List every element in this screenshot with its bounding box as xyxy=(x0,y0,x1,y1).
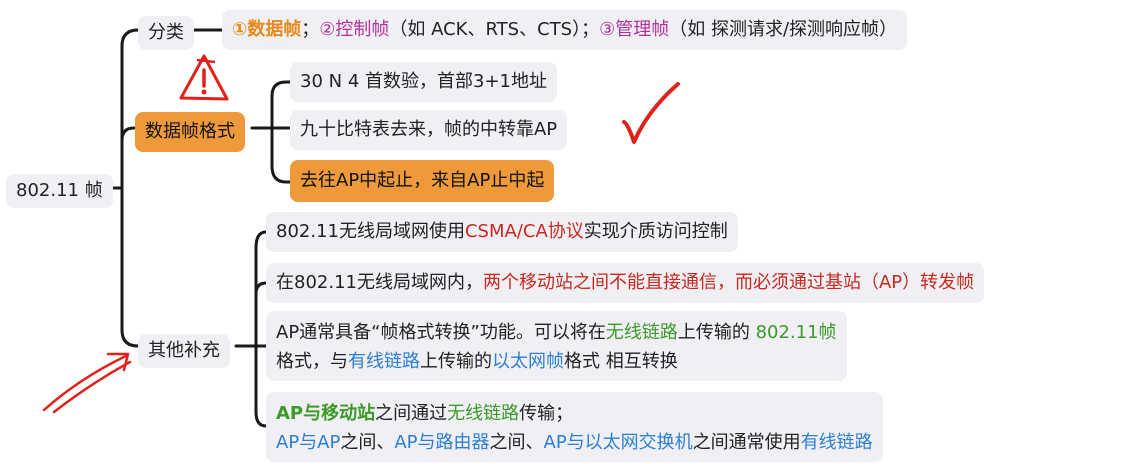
separator: ； xyxy=(581,19,600,40)
data-frame-format-item[interactable]: 30 N 4 首数验，首部3+1地址 xyxy=(290,62,557,102)
text: 之间通常使用 xyxy=(692,432,801,453)
relay-highlight: 两个移动站之间不能直接通信，而必须通过基站（AP）转发帧 xyxy=(482,272,975,293)
data-frame-format-label: 数据帧格式 xyxy=(145,121,235,142)
text: 格式，与 xyxy=(276,351,348,372)
arrow-annotation-icon xyxy=(42,352,132,414)
wireless-link-highlight: 无线链路 xyxy=(605,322,678,343)
data-frame-format-node[interactable]: 数据帧格式 xyxy=(135,112,245,152)
separator: ； xyxy=(301,19,320,40)
text: 之间、 xyxy=(489,432,544,453)
other-item-links[interactable]: AP与移动站之间通过无线链路传输； AP与AP之间、AP与路由器之间、AP与以太… xyxy=(266,392,883,462)
management-frame-note: （如 探测请求/探测响应帧） xyxy=(669,19,898,40)
root-label: 802.11 帧 xyxy=(16,180,103,201)
text: 802.11无线局域网使用 xyxy=(276,221,465,242)
other-item-ap-relay[interactable]: 在802.11无线局域网内，两个移动站之间不能直接通信，而必须通过基站（AP）转… xyxy=(266,263,985,303)
text: 格式 相互转换 xyxy=(564,351,678,372)
text: 之间、 xyxy=(340,432,395,453)
csma-ca-highlight: CSMA/CA协议 xyxy=(464,221,584,242)
ethernet-frame-highlight: 以太网帧 xyxy=(492,351,564,372)
categories-label: 分类 xyxy=(148,22,184,43)
ap-router-highlight: AP与路由器 xyxy=(394,432,490,453)
text: 传输； xyxy=(519,403,574,424)
text: 之间通过 xyxy=(375,403,448,424)
line: 格式，与有线链路上传输的以太网帧格式 相互转换 xyxy=(276,347,837,376)
wifi-frame-highlight: 802.11帧 xyxy=(755,322,837,343)
data-frame-format-item[interactable]: 九十比特表去来，帧的中转靠AP xyxy=(290,110,568,150)
warning-icon xyxy=(179,54,229,101)
wired-link-highlight: 有线链路 xyxy=(800,432,873,453)
mnemonic-text: 九十比特表去来，帧的中转靠AP xyxy=(300,119,558,140)
root-node[interactable]: 802.11 帧 xyxy=(6,174,113,208)
line: AP与AP之间、AP与路由器之间、AP与以太网交换机之间通常使用有线链路 xyxy=(276,428,873,457)
category-data-frame: ①数据帧 xyxy=(232,19,302,40)
line: AP通常具备“帧格式转换”功能。可以将在无线链路上传输的 802.11帧 xyxy=(276,318,837,347)
category-management-frame: ③管理帧 xyxy=(599,19,670,40)
line: AP与移动站之间通过无线链路传输； xyxy=(276,399,873,428)
other-node[interactable]: 其他补充 xyxy=(138,334,230,368)
text: 实现介质访问控制 xyxy=(583,221,728,242)
ap-ap-highlight: AP与AP xyxy=(276,432,341,453)
mnemonic-text: 30 N 4 首数验，首部3+1地址 xyxy=(300,71,547,92)
control-frame-note: （如 ACK、RTS、CTS） xyxy=(389,19,582,40)
ap-switch-highlight: AP与以太网交换机 xyxy=(543,432,693,453)
checkmark-icon xyxy=(622,82,680,144)
categories-node[interactable]: 分类 xyxy=(138,16,194,50)
text: 在802.11无线局域网内， xyxy=(276,272,483,293)
text: AP通常具备“帧格式转换”功能。可以将在 xyxy=(276,322,606,343)
other-item-frame-conversion[interactable]: AP通常具备“帧格式转换”功能。可以将在无线链路上传输的 802.11帧 格式，… xyxy=(266,311,847,381)
wired-link-highlight: 有线链路 xyxy=(348,351,420,372)
other-label: 其他补充 xyxy=(148,340,220,361)
mnemonic-text: 去往AP中起止，来自AP止中起 xyxy=(300,170,545,191)
other-item-csma[interactable]: 802.11无线局域网使用CSMA/CA协议实现介质访问控制 xyxy=(266,212,738,252)
wireless-link-highlight: 无线链路 xyxy=(447,403,520,424)
data-frame-format-item[interactable]: 去往AP中起止，来自AP止中起 xyxy=(290,160,555,202)
text: 上传输的 xyxy=(677,322,756,343)
categories-content[interactable]: ①数据帧；②控制帧（如 ACK、RTS、CTS）；③管理帧（如 探测请求/探测响… xyxy=(222,10,908,50)
ap-station-highlight: AP与移动站 xyxy=(276,403,376,424)
category-control-frame: ②控制帧 xyxy=(319,19,390,40)
text: 上传输的 xyxy=(420,351,492,372)
